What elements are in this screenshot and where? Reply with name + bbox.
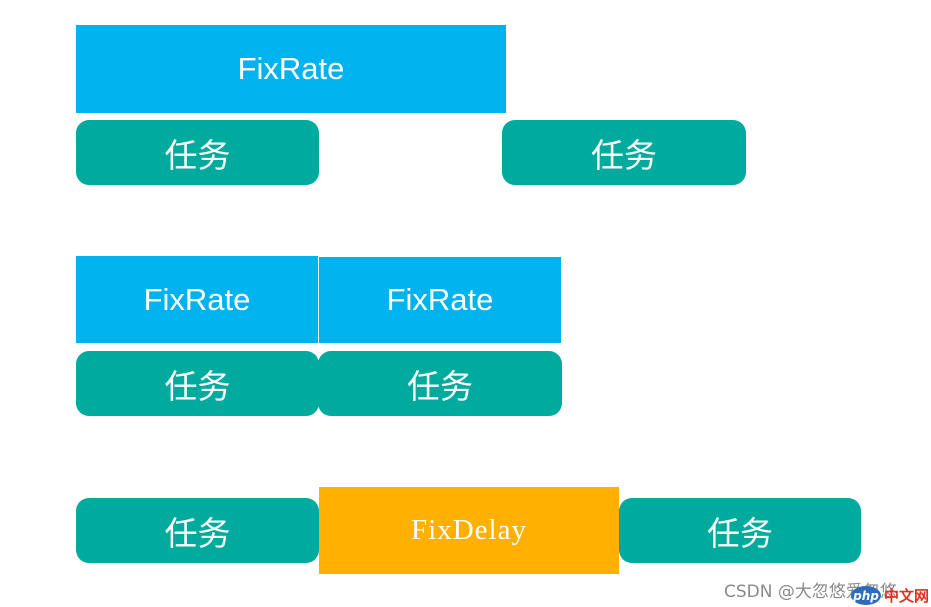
task-block-row3-second: 任务 <box>619 498 861 563</box>
fixrate-block-row1: FixRate <box>76 25 506 113</box>
fixrate-block-row2-second: FixRate <box>319 257 561 343</box>
fixrate-label: FixRate <box>237 51 345 86</box>
fixdelay-block: FixDelay <box>319 487 619 574</box>
php-cn-watermark: php 中文网 <box>851 584 931 607</box>
task-label: 任务 <box>164 366 231 406</box>
task-block-row2-first: 任务 <box>76 351 319 416</box>
fixrate-block-row2-first: FixRate <box>76 256 318 343</box>
fixrate-label: FixRate <box>386 282 494 317</box>
task-block-row3-first: 任务 <box>76 498 319 563</box>
fixdelay-label: FixDelay <box>411 514 527 546</box>
task-label: 任务 <box>707 513 773 553</box>
task-label: 任务 <box>164 135 231 175</box>
task-block-row1-first: 任务 <box>76 120 319 185</box>
task-label: 任务 <box>164 513 231 553</box>
php-badge-text: 中文网 <box>884 587 930 605</box>
task-block-row2-second: 任务 <box>318 351 562 416</box>
php-logo-icon: php <box>851 586 881 605</box>
task-label: 任务 <box>591 135 657 175</box>
fixrate-label: FixRate <box>143 281 251 317</box>
task-block-row1-second: 任务 <box>502 120 746 185</box>
task-label: 任务 <box>407 366 473 406</box>
